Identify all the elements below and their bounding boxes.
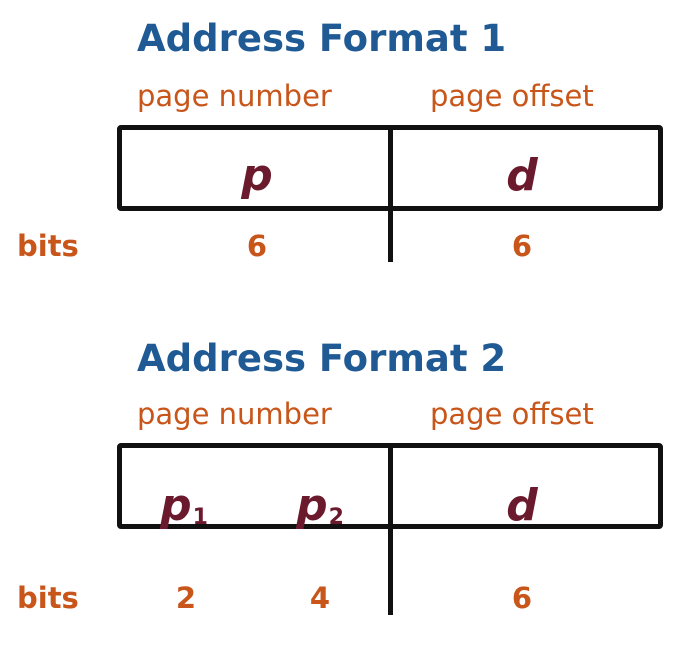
format1-page-offset-field: d — [506, 150, 538, 201]
format1-page-number-label: page number — [137, 79, 332, 113]
format1-bits-label: bits — [17, 229, 79, 263]
format2-title: Address Format 2 — [137, 337, 507, 380]
format1-page-offset-label: page offset — [430, 79, 594, 113]
format1-divider — [388, 125, 393, 262]
format2-page-offset-label: page offset — [430, 397, 594, 431]
format2-p1-field: p1 — [160, 484, 208, 529]
format1-title: Address Format 1 — [137, 17, 507, 60]
format2-p1-bits: 2 — [175, 581, 197, 615]
format2-p2-symbol: p — [296, 480, 328, 531]
format2-p1-subscript: 1 — [192, 505, 208, 530]
format1-page-number-field: p — [241, 150, 273, 201]
format2-bits-label: bits — [17, 581, 79, 615]
format1-page-offset-bits: 6 — [511, 229, 533, 263]
format1-page-number-bits: 6 — [246, 229, 268, 263]
format2-p2-field: p2 — [296, 484, 344, 529]
format2-p2-bits: 4 — [309, 581, 331, 615]
format2-p1-symbol: p — [160, 480, 192, 531]
format2-page-offset-bits: 6 — [511, 581, 533, 615]
format2-page-offset-field: d — [506, 480, 538, 531]
format2-page-number-label: page number — [137, 397, 332, 431]
format2-p2-subscript: 2 — [328, 505, 344, 530]
format2-divider — [388, 443, 393, 615]
